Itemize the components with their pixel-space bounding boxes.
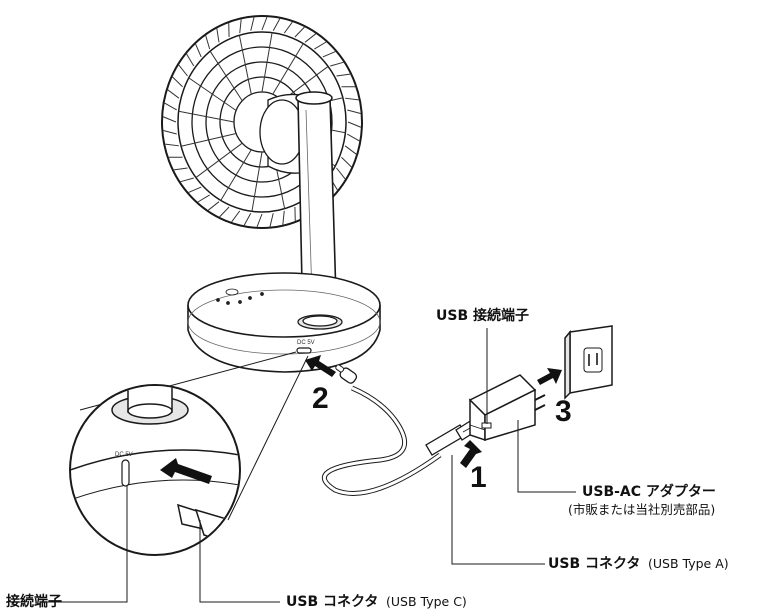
guard-fin (239, 19, 242, 34)
guard-fin (250, 17, 255, 31)
guard-fin (164, 102, 177, 111)
guard-spoke (220, 149, 252, 201)
guard-fin (167, 89, 180, 99)
guard-spoke (261, 32, 273, 93)
guard-fin (344, 145, 357, 155)
guard-fin (162, 116, 177, 123)
guard-fin (178, 64, 188, 77)
fan-base (187, 272, 381, 373)
insert-arrows (160, 355, 562, 484)
guard-fin (345, 97, 359, 101)
dc-print-zoom: DC 5V (115, 452, 133, 458)
fan-pole (295, 91, 338, 331)
label-usb-c-name: USB コネクタ (286, 594, 379, 610)
guard-fin (330, 61, 344, 67)
guard-fin (282, 210, 285, 225)
label-adapter-note: (市販または当社別売部品) (568, 502, 716, 517)
guard-fin (347, 133, 360, 142)
usb-c-plug (335, 364, 358, 384)
arrow-step2 (305, 355, 336, 377)
guard-fin (188, 186, 202, 193)
guard-fin (272, 18, 281, 32)
guard-fin (207, 201, 220, 211)
guard-fin (180, 177, 194, 183)
guard-fin (186, 53, 195, 67)
guard-fin (336, 167, 346, 180)
guard-spoke (178, 110, 235, 123)
guard-fin (283, 21, 293, 34)
label-usb-a-type: (USB Type A) (648, 556, 729, 571)
guard-fin (205, 35, 211, 50)
guard-fin (341, 156, 352, 168)
guard-spoke (188, 77, 237, 111)
label-usb-c-type: (USB Type C) (386, 594, 467, 609)
guard-fin (165, 143, 179, 147)
guard-spoke (195, 142, 243, 178)
guard-spoke (251, 151, 263, 212)
guard-fin (269, 213, 274, 227)
guard-fin (256, 213, 263, 228)
guard-spoke (238, 35, 252, 95)
guard-fin (314, 41, 327, 50)
guard-fin (243, 212, 252, 226)
wall-outlet (564, 325, 613, 400)
step-number-2: 2 (312, 382, 329, 415)
label-usb-port: USB 接続端子 (436, 308, 529, 324)
dc-print-base: DC 5V (297, 340, 315, 346)
usb-cable (321, 364, 482, 496)
step-number-1: 1 (470, 461, 487, 494)
guard-fin (261, 16, 268, 31)
guard-fin (231, 210, 241, 223)
arrow-step3 (537, 368, 562, 385)
guard-fin (322, 51, 336, 58)
guard-fin (219, 206, 230, 218)
guard-fin (347, 121, 362, 128)
guard-spoke (180, 132, 237, 147)
arrow-step1 (460, 440, 482, 468)
guard-fin (173, 167, 188, 171)
leader-lines (46, 328, 576, 603)
usb-ac-adapter (468, 374, 546, 442)
guard-fin (336, 73, 351, 77)
guard-fin (216, 28, 220, 43)
guard-spoke (209, 50, 243, 102)
guard-fin (294, 26, 305, 38)
arrow-zoom (160, 458, 212, 484)
label-adapter-name: USB-AC アダプター (582, 484, 716, 500)
guard-fin (163, 130, 177, 135)
label-port: 接続端子 (6, 594, 62, 610)
guard-spoke (272, 43, 304, 95)
zoom-detail (69, 351, 309, 556)
guard-fin (304, 33, 317, 43)
guard-fin (195, 43, 202, 58)
guard-fin (197, 194, 210, 203)
fan-illustration (161, 15, 381, 373)
step-number-3: 3 (555, 395, 572, 428)
guard-fin (172, 76, 183, 88)
label-usb-a-name: USB コネクタ (548, 556, 641, 572)
guard-fin (347, 109, 361, 114)
